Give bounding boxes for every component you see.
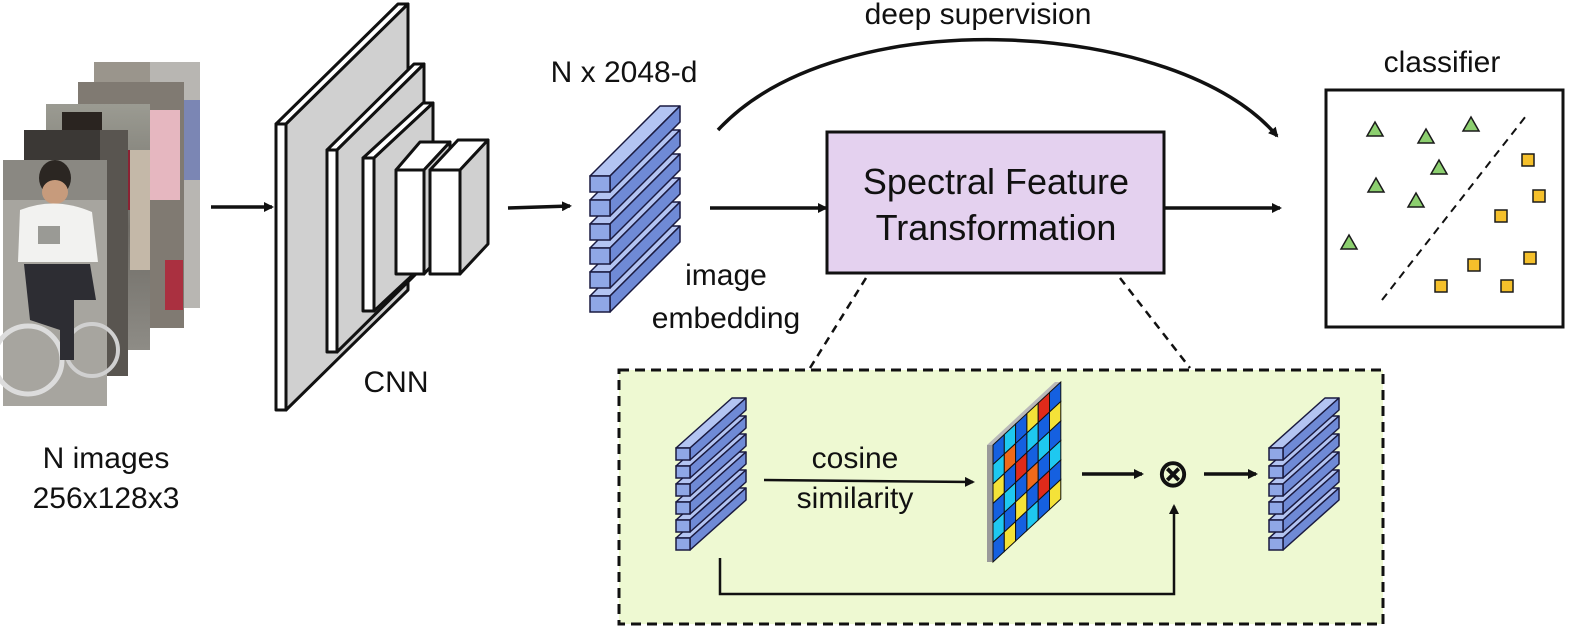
cnn-label: CNN bbox=[364, 366, 429, 399]
triangle-sample bbox=[1339, 233, 1359, 250]
feature-slab bbox=[675, 397, 747, 461]
triangle-sample bbox=[1461, 115, 1481, 132]
sft-title-line2: Transformation bbox=[876, 207, 1117, 248]
triangle-sample bbox=[1429, 158, 1449, 175]
deep-supervision-label: deep supervision bbox=[865, 0, 1092, 31]
square-sample bbox=[1500, 279, 1514, 293]
image-embedding-stack bbox=[589, 105, 681, 313]
cosine-label-line1: cosine bbox=[812, 442, 899, 475]
input-image-stack bbox=[0, 62, 200, 406]
feature-slab bbox=[589, 105, 681, 193]
skip-connection-arrow bbox=[718, 504, 1179, 596]
sft-title-line1: Spectral Feature bbox=[863, 161, 1129, 202]
square-sample bbox=[1523, 251, 1537, 265]
classifier-label: classifier bbox=[1384, 46, 1501, 79]
sft-box bbox=[825, 130, 1166, 275]
arrow-cnn-to-embedding bbox=[507, 201, 572, 212]
embedding-label-line1: image bbox=[685, 259, 767, 292]
triangle-sample bbox=[1406, 191, 1426, 208]
similarity-cell bbox=[1049, 478, 1062, 511]
decision-boundary bbox=[1381, 115, 1527, 301]
person-image bbox=[0, 160, 120, 406]
feature-slab bbox=[1268, 397, 1340, 461]
input-caption-line1: N images bbox=[43, 442, 170, 475]
triangle-sample bbox=[1365, 120, 1385, 137]
deep-supervision-arrow bbox=[716, 37, 1279, 138]
square-sample bbox=[1494, 209, 1508, 223]
similarity-matrix bbox=[987, 380, 1062, 564]
cosine-label-line2: similarity bbox=[797, 482, 914, 515]
cnn-block bbox=[274, 2, 490, 412]
triangle-sample bbox=[1366, 176, 1386, 193]
detail-connector-right bbox=[1119, 277, 1191, 369]
square-sample bbox=[1467, 258, 1481, 272]
detail-connector-left bbox=[808, 277, 868, 369]
classifier-samples bbox=[1339, 115, 1546, 293]
square-sample bbox=[1434, 279, 1448, 293]
detail-output-embedding bbox=[1268, 397, 1340, 551]
arrow-cosine-similarity bbox=[763, 476, 975, 487]
square-sample bbox=[1521, 153, 1535, 167]
detail-input-embedding bbox=[675, 397, 747, 551]
input-caption-line2: 256x128x3 bbox=[33, 482, 180, 515]
triangle-sample bbox=[1416, 127, 1436, 144]
embedding-label-line2: embedding bbox=[652, 302, 800, 335]
embedding-dim-label: N x 2048-d bbox=[551, 56, 698, 89]
square-sample bbox=[1532, 189, 1546, 203]
multiply-operator-icon: ⊗ bbox=[1156, 451, 1190, 497]
